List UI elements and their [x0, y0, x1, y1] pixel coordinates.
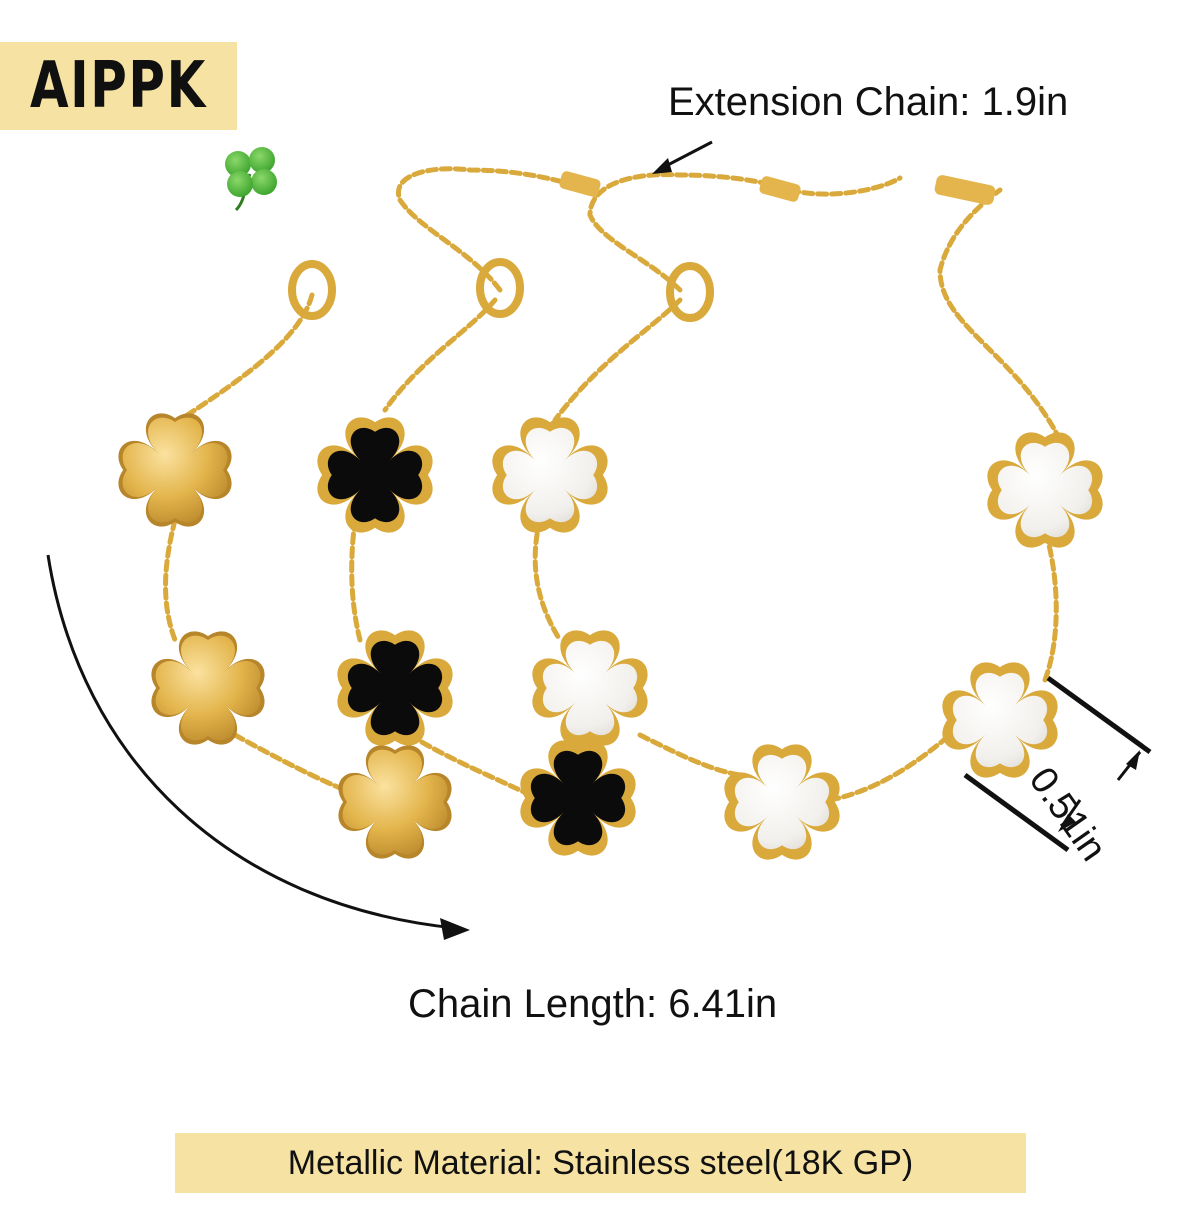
chain-length-label: Chain Length: 6.41in	[408, 982, 778, 1026]
material-banner: Metallic Material: Stainless steel(18K G…	[175, 1133, 1026, 1193]
lobster-clasps	[288, 258, 714, 322]
extension-arrow	[652, 140, 713, 174]
extension-chain-label: Extension Chain: 1.9in	[668, 80, 1069, 124]
extension-tags	[559, 171, 996, 205]
brand-logo-badge: AIPPK	[0, 42, 237, 130]
chain-length-arrow	[46, 554, 470, 940]
four-leaf-clover-icon	[225, 147, 277, 212]
width-dimension-lines	[963, 675, 1152, 853]
chains	[163, 166, 1063, 803]
brand-logo-text: AIPPK	[30, 49, 207, 123]
material-label: Metallic Material: Stainless steel(18K G…	[287, 1143, 914, 1182]
